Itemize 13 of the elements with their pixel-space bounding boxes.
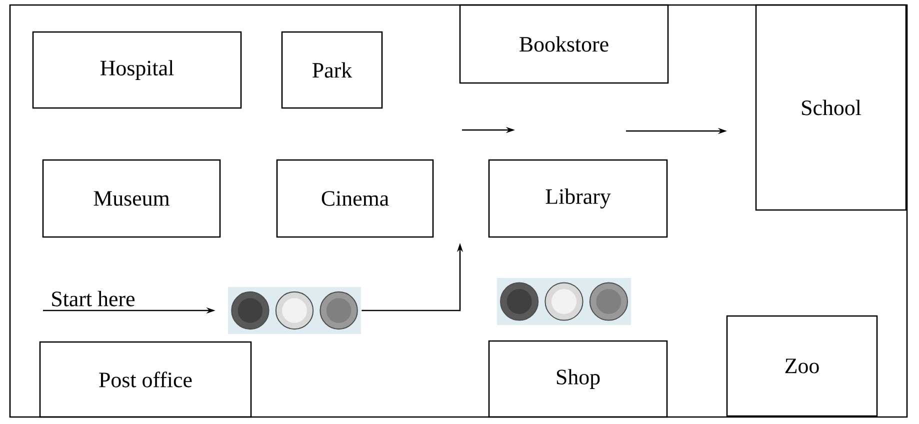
place-box: Bookstore	[459, 4, 669, 84]
picture	[228, 287, 361, 334]
place-box: Hospital	[32, 31, 242, 109]
picture	[497, 278, 631, 325]
place-box: School	[755, 4, 907, 211]
place-box: Library	[488, 159, 668, 238]
place-box: Museum	[42, 159, 221, 238]
edge-label: Start here	[52, 290, 134, 306]
place-box: Post office	[39, 341, 252, 418]
place-box: Cinema	[276, 159, 434, 238]
place-box: Zoo	[726, 315, 878, 417]
place-box: Park	[281, 31, 383, 109]
place-box: Shop	[488, 340, 668, 418]
